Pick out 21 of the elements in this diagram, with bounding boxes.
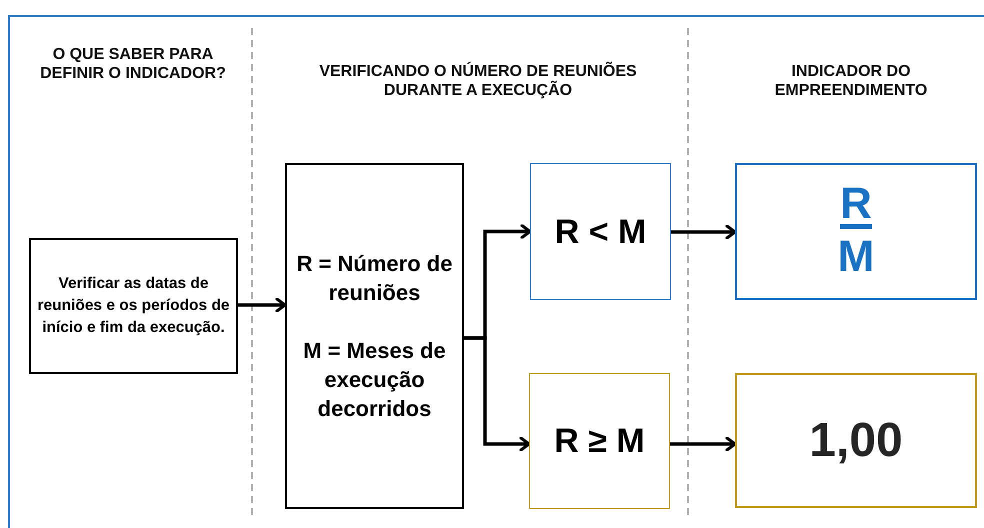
definition-text: M = Meses de execução decorridos xyxy=(302,337,447,423)
condition-box xyxy=(530,163,671,300)
definition-box xyxy=(285,163,464,509)
process-text: Verificar as datas de reuniões e os períodos de início e fim da execução. xyxy=(36,274,231,338)
fraction-numerator: R xyxy=(840,184,872,229)
result-box xyxy=(735,373,977,508)
column-heading: O QUE SABER PARA DEFINIR O INDICADOR? xyxy=(39,45,227,83)
process-box xyxy=(29,238,238,374)
arrow xyxy=(238,298,286,312)
column-heading: VERIFICANDO O NÚMERO DE REUNIÕES DURANTE A EXECUÇÃO xyxy=(318,62,638,100)
result-box xyxy=(735,163,977,300)
column-heading: INDICADOR DO EMPREENDIMENTO xyxy=(774,62,928,100)
arrow xyxy=(671,224,736,240)
fraction-denominator: M xyxy=(838,235,874,279)
condition-box xyxy=(529,373,670,509)
definition-text: R = Número de reuniões xyxy=(296,250,454,307)
condition-text: R < M xyxy=(554,212,646,252)
arrow xyxy=(464,336,530,452)
arrow xyxy=(670,436,736,452)
result-value: 1,00 xyxy=(809,416,903,466)
condition-text: R ≥ M xyxy=(554,421,645,461)
